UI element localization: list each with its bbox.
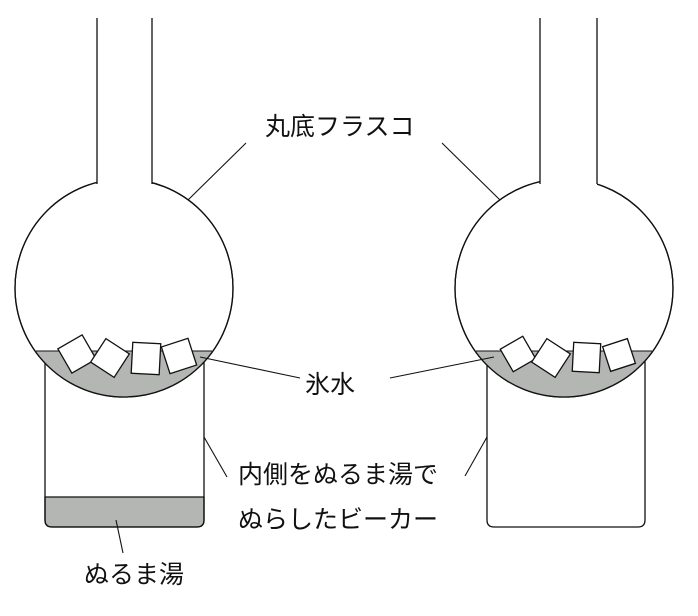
ice-cubes [56, 333, 198, 379]
label-ice-water: 氷水 [305, 370, 355, 399]
leader-lines [115, 142, 501, 554]
right-flask [454, 10, 674, 398]
label-beaker-line1: 内側をぬるま湯で [238, 460, 438, 489]
label-beaker-line2: ぬらしたビーカー [238, 505, 438, 534]
left-flask [14, 10, 234, 398]
right-beaker [486, 350, 646, 528]
warm-water [44, 496, 205, 528]
ice-cubes [499, 335, 637, 379]
left-beaker [44, 350, 205, 528]
label-warm-water: ぬるま湯 [84, 560, 184, 589]
ice-water [15, 351, 233, 397]
label-flask: 丸底フラスコ [265, 112, 415, 141]
